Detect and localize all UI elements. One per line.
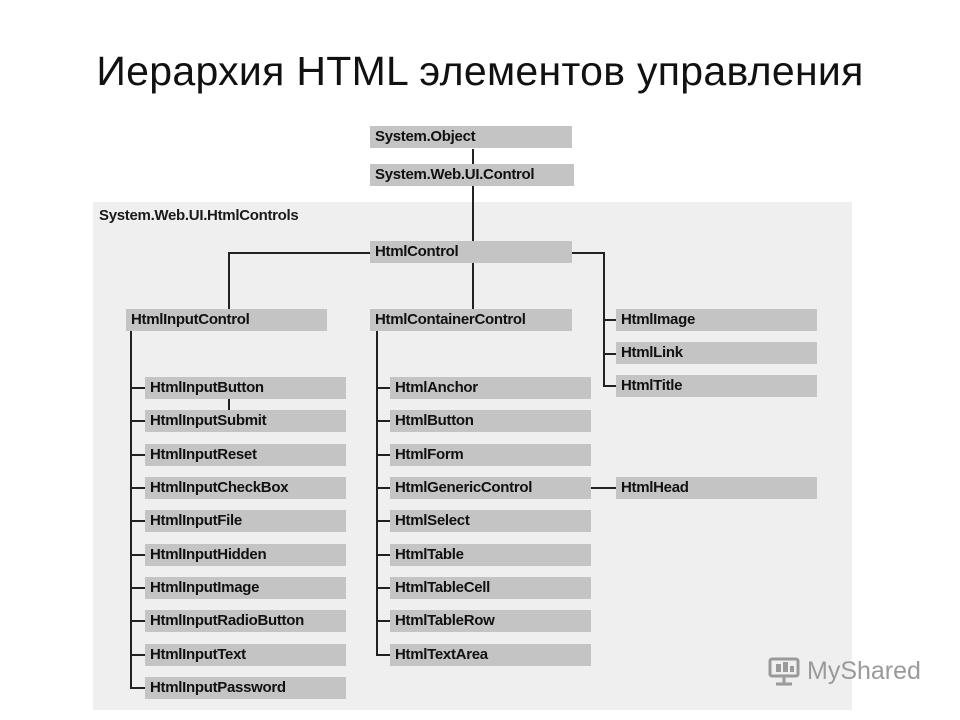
slide-title: Иерархия HTML элементов управления [96, 48, 864, 94]
node-input-child: HtmlInputCheckBox [145, 477, 346, 499]
node-container-child: HtmlTableCell [390, 577, 591, 599]
myshared-watermark: MyShared [767, 656, 921, 686]
node-input-child: HtmlInputButton [145, 377, 346, 399]
node-container-child: HtmlTextArea [390, 644, 591, 666]
node-container-child: HtmlTableRow [390, 610, 591, 632]
node-input-child: HtmlInputPassword [145, 677, 346, 699]
node-html-control: HtmlControl [370, 241, 572, 263]
node-html-title: HtmlTitle [616, 375, 817, 397]
node-input-child: HtmlInputHidden [145, 544, 346, 566]
node-html-head: HtmlHead [616, 477, 817, 499]
node-html-link: HtmlLink [616, 342, 817, 364]
node-input-child: HtmlInputReset [145, 444, 346, 466]
node-container-child: HtmlGenericControl [390, 477, 591, 499]
node-container-child: HtmlForm [390, 444, 591, 466]
node-system-object: System.Object [370, 126, 572, 148]
node-html-image: HtmlImage [616, 309, 817, 331]
node-container-child: HtmlTable [390, 544, 591, 566]
node-container-child: HtmlAnchor [390, 377, 591, 399]
node-html-input-control: HtmlInputControl [126, 309, 327, 331]
node-container-child: HtmlButton [390, 410, 591, 432]
node-input-child: HtmlInputSubmit [145, 410, 346, 432]
presentation-logo-icon [768, 657, 800, 686]
node-container-child: HtmlSelect [390, 510, 591, 532]
node-input-child: HtmlInputRadioButton [145, 610, 346, 632]
node-input-child: HtmlInputText [145, 644, 346, 666]
node-system-web-ui-control: System.Web.UI.Control [370, 164, 574, 186]
namespace-label: System.Web.UI.HtmlControls [99, 207, 299, 224]
node-input-child: HtmlInputFile [145, 510, 346, 532]
watermark-text: MyShared [807, 656, 921, 685]
node-html-container-control: HtmlContainerControl [370, 309, 572, 331]
node-input-child: HtmlInputImage [145, 577, 346, 599]
